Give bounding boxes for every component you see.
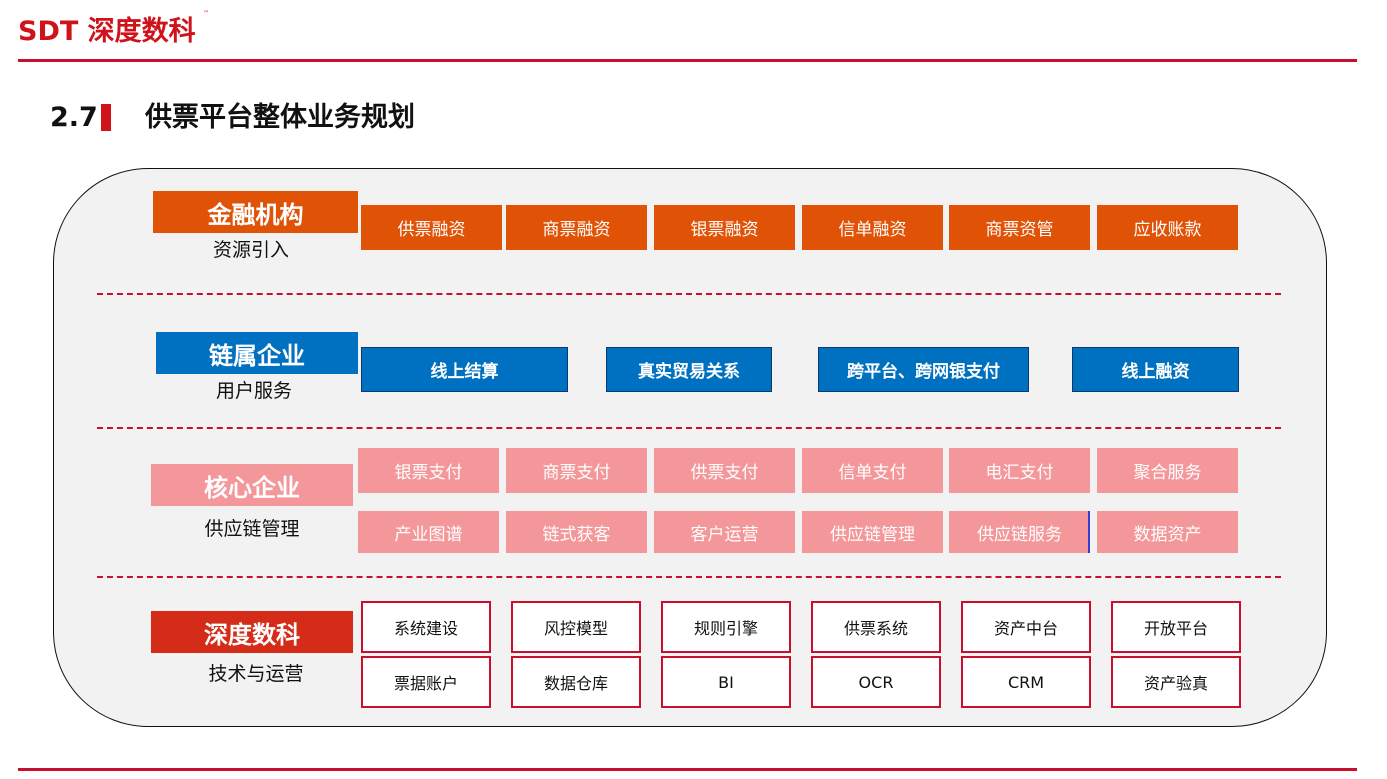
service-box: 供票支付	[654, 448, 795, 493]
service-box: 真实贸易关系	[606, 347, 772, 392]
service-box: 数据资产	[1097, 511, 1238, 553]
service-box: 数据仓库	[511, 656, 641, 708]
core-enterprises-label: 核心企业	[151, 464, 353, 506]
row-divider	[97, 576, 1281, 578]
service-box: 客户运营	[654, 511, 795, 553]
service-box: 信单融资	[802, 205, 943, 250]
service-box: 供应链服务	[949, 511, 1090, 553]
service-box: 供票系统	[811, 601, 941, 653]
chain-enterprises-sub: 用户服务	[215, 380, 292, 402]
service-box: OCR	[811, 656, 941, 708]
footer-divider	[18, 768, 1357, 771]
service-box: 商票融资	[506, 205, 647, 250]
service-box: 开放平台	[1111, 601, 1241, 653]
header-divider	[18, 59, 1357, 62]
service-box: 线上结算	[361, 347, 568, 392]
service-box: 链式获客	[506, 511, 647, 553]
edge-accent	[1088, 511, 1090, 553]
service-box: BI	[661, 656, 791, 708]
financial-institutions-label: 金融机构	[153, 191, 358, 233]
section-marker	[101, 104, 111, 131]
service-box: 资产验真	[1111, 656, 1241, 708]
service-box: 应收账款	[1097, 205, 1238, 250]
page-title: 供票平台整体业务规划	[145, 102, 415, 133]
service-box: 供应链管理	[802, 511, 943, 553]
service-box: 票据账户	[361, 656, 491, 708]
service-box: 系统建设	[361, 601, 491, 653]
service-box: 银票融资	[654, 205, 795, 250]
service-box: 线上融资	[1072, 347, 1239, 392]
service-box: 商票资管	[949, 205, 1090, 250]
core-enterprises-sub: 供应链管理	[204, 518, 300, 540]
service-box: 资产中台	[961, 601, 1091, 653]
service-box: 商票支付	[506, 448, 647, 493]
service-box: 供票融资	[361, 205, 502, 250]
row-divider	[97, 427, 1281, 429]
sdt-tech-sub: 技术与运营	[208, 663, 304, 685]
service-box: 电汇支付	[949, 448, 1090, 493]
row-divider	[97, 293, 1281, 295]
service-box: 产业图谱	[358, 511, 499, 553]
service-box: 银票支付	[358, 448, 499, 493]
sdt-tech-label: 深度数科	[151, 611, 353, 653]
service-box: CRM	[961, 656, 1091, 708]
service-box: 规则引擎	[661, 601, 791, 653]
trademark-mark: ™	[203, 10, 209, 17]
section-number: 2.7	[50, 102, 98, 133]
chain-enterprises-label: 链属企业	[156, 332, 358, 374]
company-logo: SDT 深度数科	[18, 16, 196, 47]
service-box: 聚合服务	[1097, 448, 1238, 493]
service-box: 信单支付	[802, 448, 943, 493]
service-box: 跨平台、跨网银支付	[818, 347, 1029, 392]
service-box: 风控模型	[511, 601, 641, 653]
financial-institutions-sub: 资源引入	[212, 239, 289, 261]
